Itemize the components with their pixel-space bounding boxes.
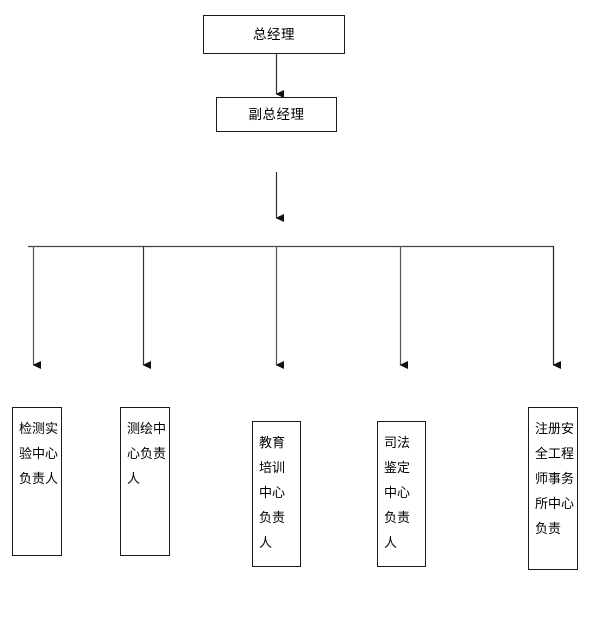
node-registered-safety-engineer-office-head[interactable]: 注册安全工程师事务所中心负责 <box>528 407 578 570</box>
node-label-testing-lab-center-head: 检测实验中心负责人 <box>19 422 59 487</box>
node-general-manager[interactable]: 总经理 <box>203 15 345 54</box>
node-label-education-training-center-head: 教育培训中心负责人 <box>259 436 286 551</box>
node-testing-lab-center-head[interactable]: 检测实验中心负责人 <box>12 407 62 556</box>
node-label-judicial-appraisal-center-head: 司法鉴定中心负责人 <box>384 436 411 551</box>
node-education-training-center-head[interactable]: 教育培训中心负责人 <box>252 421 301 567</box>
node-label-general-manager: 总经理 <box>253 26 295 43</box>
node-label-deputy-general-manager: 副总经理 <box>248 106 305 123</box>
node-label-registered-safety-engineer-office-head: 注册安全工程师事务所中心负责 <box>535 422 575 537</box>
node-judicial-appraisal-center-head[interactable]: 司法鉴定中心负责人 <box>377 421 426 567</box>
node-surveying-center-head[interactable]: 测绘中心负责人 <box>120 407 170 556</box>
node-deputy-general-manager[interactable]: 副总经理 <box>216 97 337 132</box>
node-label-surveying-center-head: 测绘中心负责人 <box>127 422 167 487</box>
